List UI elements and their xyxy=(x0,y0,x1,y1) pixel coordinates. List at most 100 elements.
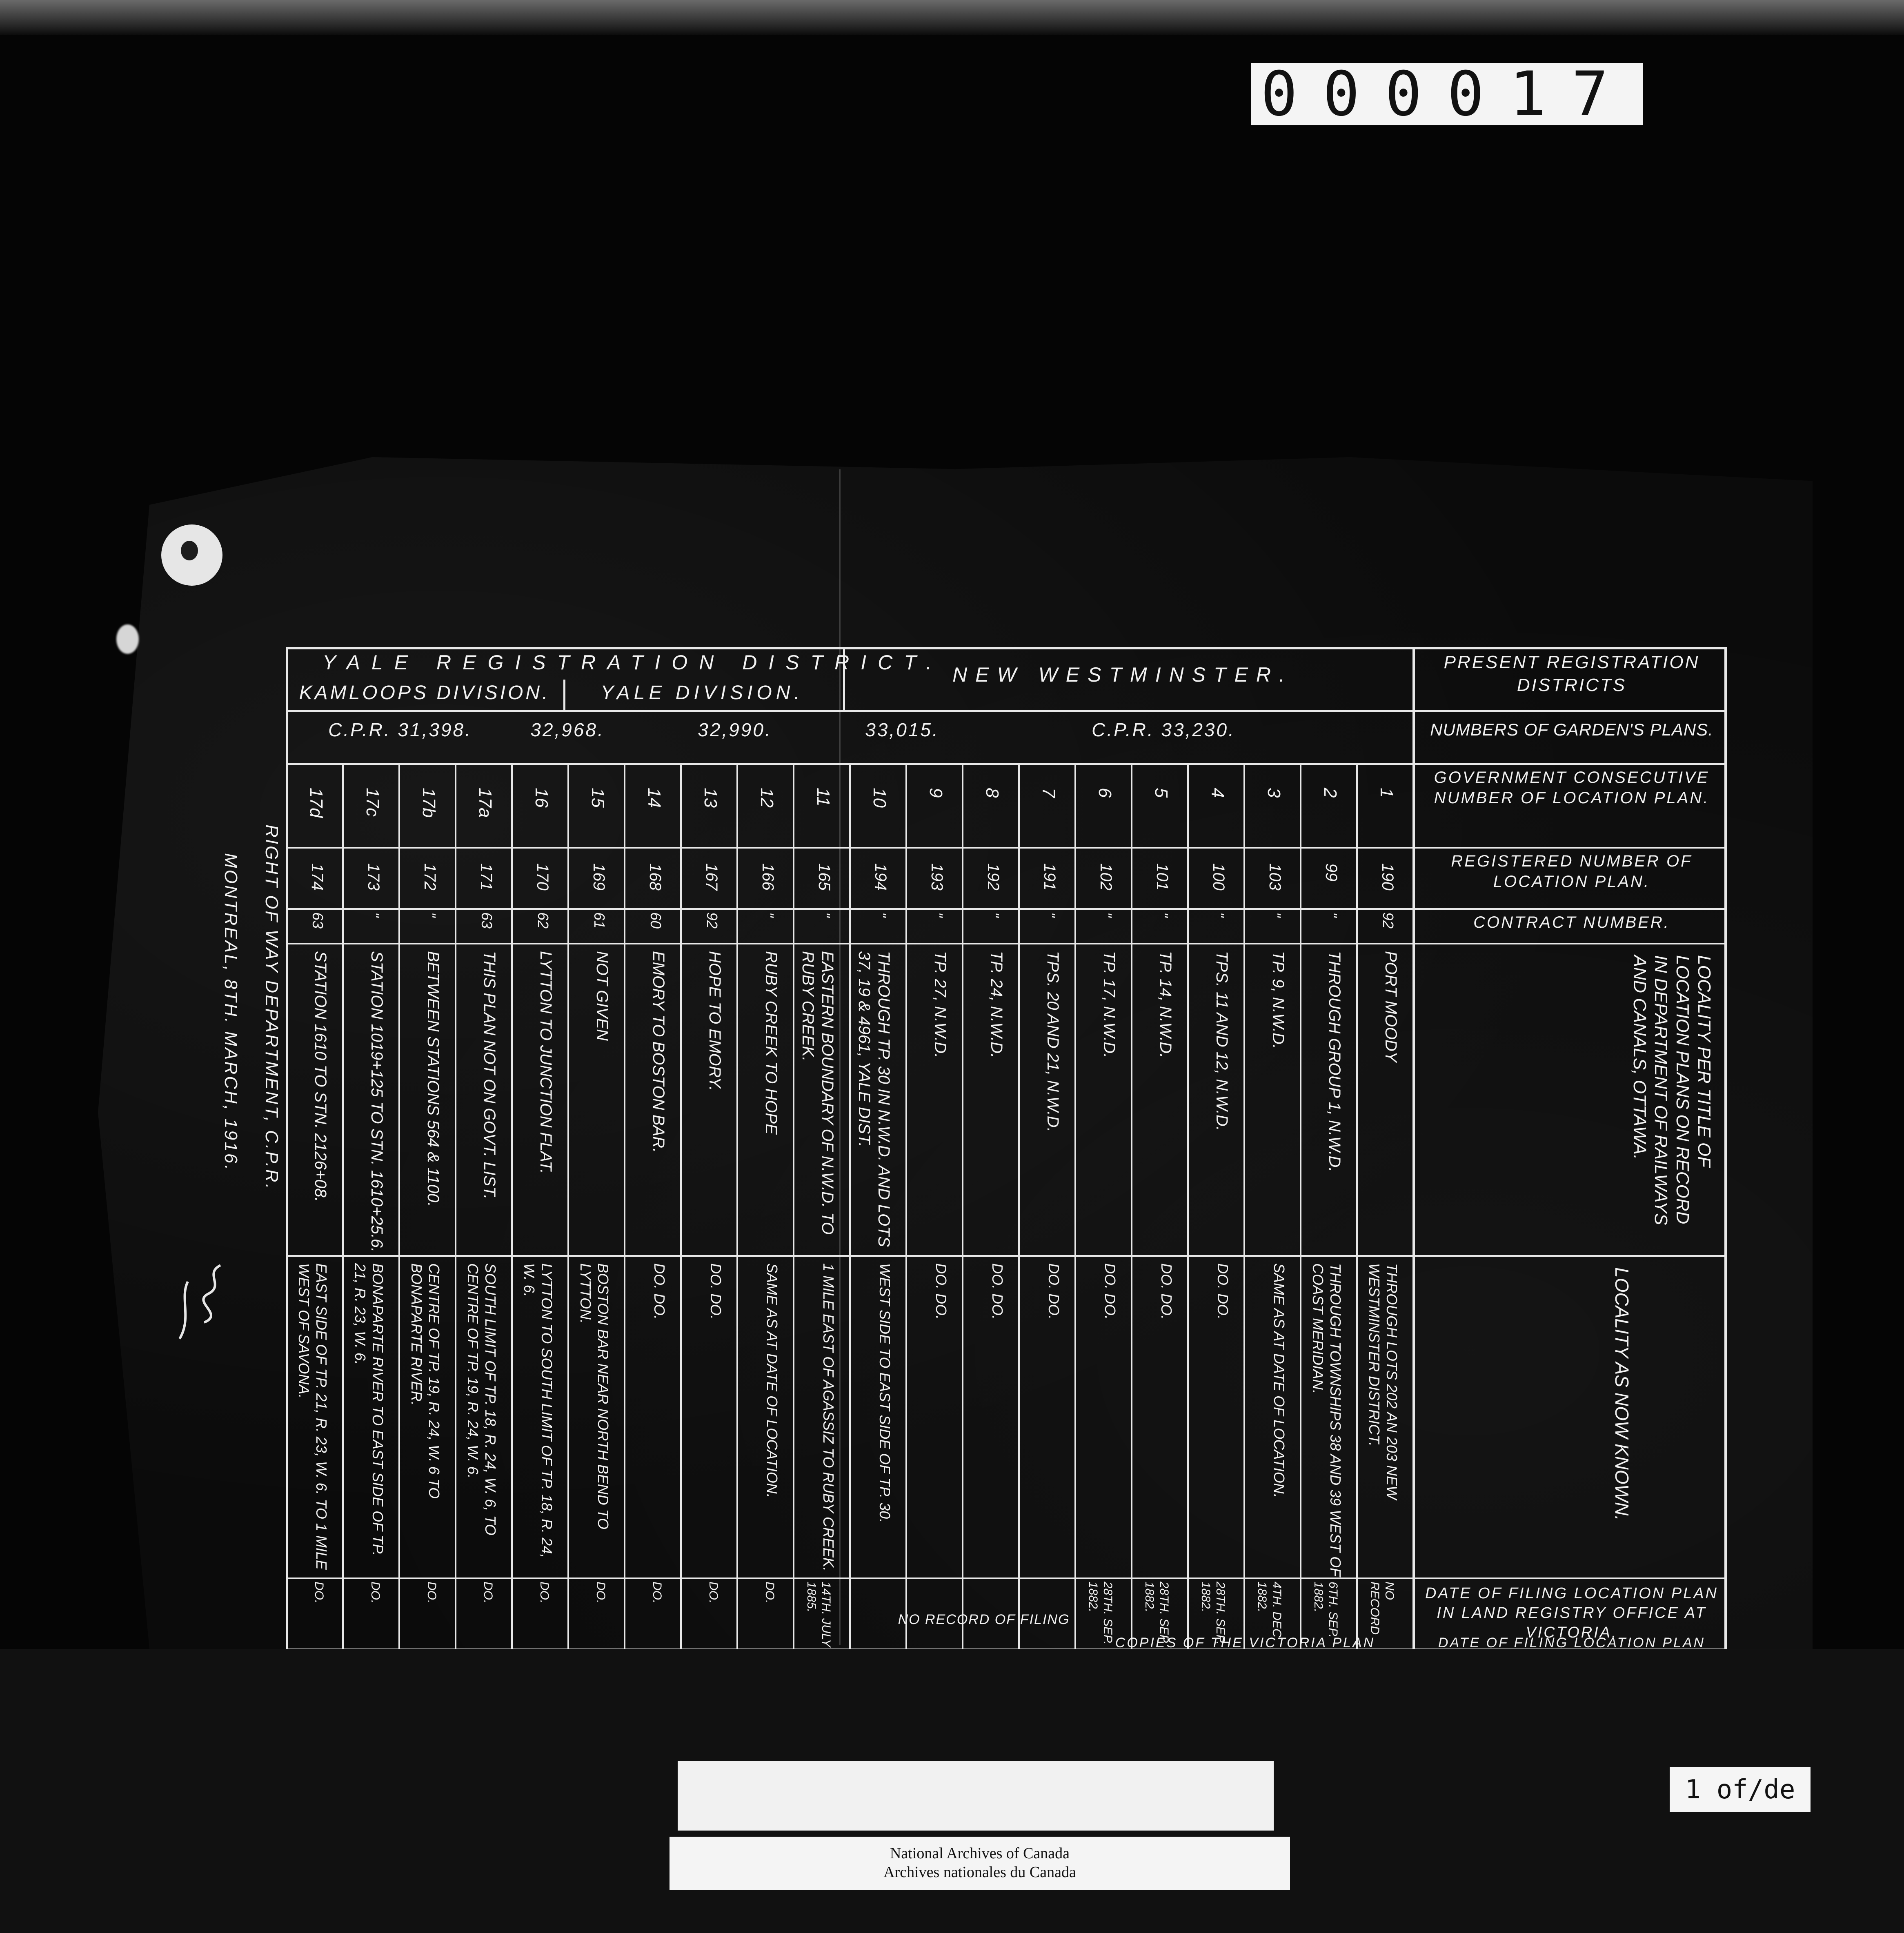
locality-title-1: PORT MOODY xyxy=(1382,951,1400,1062)
column-divider xyxy=(455,765,456,1651)
gov-number-19: 17c xyxy=(363,788,383,817)
archives-label-en: National Archives of Canada xyxy=(890,1845,1070,1862)
column-divider xyxy=(680,765,682,1651)
contract-number-label: CONTRACT NUMBER. xyxy=(1473,913,1670,931)
gov-number-2: 2 xyxy=(1320,788,1341,798)
plans-cpr-31398: C.P.R. 31,398. xyxy=(328,719,472,740)
table-border-top xyxy=(286,647,1727,649)
contract-number-8: " xyxy=(985,912,1003,918)
reg-number-3: 103 xyxy=(1266,863,1284,891)
archives-label: National Archives of Canada Archives nat… xyxy=(670,1837,1290,1890)
plans-cpr-33230: C.P.R. 33,230. xyxy=(1092,719,1235,740)
locality-now-17: SOUTH LIMIT OF TP. 18, R. 24, W. 6, TO C… xyxy=(465,1263,499,1535)
contract-number-13: 92 xyxy=(704,912,721,929)
kamloops-yale-divider xyxy=(563,680,565,710)
locality-title-6: TP. 17, N.W.D. xyxy=(1100,951,1119,1058)
gov-number-11: 11 xyxy=(813,788,834,807)
yale-new-westminster-divider xyxy=(843,647,845,710)
gov-number-15: 15 xyxy=(588,788,608,808)
locality-now-3: SAME AS AT DATE OF LOCATION. xyxy=(1271,1263,1288,1498)
reg-number-19: 173 xyxy=(365,863,383,891)
column-divider xyxy=(286,765,287,1651)
locality-title-13: HOPE TO EMORY. xyxy=(706,951,724,1091)
locality-title-15: NOT GIVEN xyxy=(593,951,612,1041)
column-divider xyxy=(736,765,738,1651)
reg-number-14: 168 xyxy=(646,863,665,891)
plans-row-label: NUMBERS OF GARDEN'S PLANS. xyxy=(1430,720,1713,739)
gov-number-6: 6 xyxy=(1095,788,1115,798)
column-divider xyxy=(1187,765,1189,1651)
filing-date-label: DATE OF FILING LOCATION PLAN IN LAND REG… xyxy=(1425,1585,1718,1641)
reg-number-label: REGISTERED NUMBER OF LOCATION PLAN. xyxy=(1451,852,1693,891)
gov-number-13: 13 xyxy=(701,788,721,808)
footer-department: RIGHT OF WAY DEPARTMENT, C.P.R. xyxy=(262,824,282,1191)
filing-date-11: 14TH. JULY 1885. xyxy=(805,1582,833,1647)
locality-now-13: DO. DO. xyxy=(707,1263,725,1320)
present-districts-label: PRESENT REGISTRATION DISTRICTS xyxy=(1444,652,1700,695)
column-divider xyxy=(1243,765,1245,1651)
filing-date-17: DO. xyxy=(481,1582,495,1604)
locality-title-20: STATION 1610 TO STN. 2126+08. xyxy=(311,951,330,1202)
title-row-line xyxy=(286,1255,1727,1257)
reg-number-12: 166 xyxy=(759,863,777,891)
gov-number-label: GOVERNMENT CONSECUTIVE NUMBER OF LOCATIO… xyxy=(1434,769,1710,807)
reg-number-2: 99 xyxy=(1322,863,1341,882)
locality-now-19: BONAPARTE RIVER TO EAST SIDE OF TP. 21, … xyxy=(352,1263,387,1556)
contract-number-14: 60 xyxy=(647,912,665,929)
column-divider xyxy=(962,765,963,1651)
reg-number-16: 170 xyxy=(534,863,552,891)
column-divider xyxy=(1018,765,1020,1651)
locality-title-10: THROUGH TP. 30 IN N.W.D. AND LOTS 37, 19… xyxy=(855,951,893,1247)
locality-now-11: 1 MILE EAST OF AGASSIZ TO RUBY CREEK. xyxy=(820,1263,837,1571)
locality-title-4: TPS. 11 AND 12, N.W.D. xyxy=(1213,951,1231,1131)
contract-number-2: " xyxy=(1323,912,1341,918)
locality-now-14: DO. DO. xyxy=(651,1263,668,1320)
contract-number-16: 62 xyxy=(535,912,552,929)
reg-number-11: 165 xyxy=(815,863,834,891)
filing-date-12: DO. xyxy=(763,1582,777,1604)
gov-number-8: 8 xyxy=(982,788,1003,798)
reg-number-4: 100 xyxy=(1210,863,1228,891)
reg-number-13: 167 xyxy=(703,863,721,891)
column-divider xyxy=(793,765,794,1651)
locality-now-8: DO. DO. xyxy=(989,1263,1006,1320)
contract-number-3: " xyxy=(1267,912,1284,918)
yale-district-title: YALE REGISTRATION DISTRICT. xyxy=(323,651,943,674)
gov-number-7: 7 xyxy=(1039,788,1059,798)
contract-number-19: " xyxy=(366,912,383,918)
reg-number-17: 171 xyxy=(477,863,496,891)
locality-now-2: THROUGH TOWNSHIPS 38 AND 39 WEST OF COAS… xyxy=(1310,1263,1344,1577)
locality-now-5: DO. DO. xyxy=(1158,1263,1175,1320)
header-bottom-line xyxy=(286,710,1727,712)
contract-number-1: 92 xyxy=(1380,912,1397,929)
locality-title-9: TP. 27, N.W.D. xyxy=(931,951,950,1058)
location-plans-table: YALE REGISTRATION DISTRICT.KAMLOOPS DIVI… xyxy=(286,647,1727,1651)
reg-number-1: 190 xyxy=(1379,863,1397,891)
locality-now-label: LOCALITY AS NOW KNOWN. xyxy=(1611,1267,1633,1521)
locality-now-15: BOSTON BAR NEAR NORTH BEND TO LYTTON. xyxy=(577,1263,612,1530)
locality-title-12: RUBY CREEK TO HOPE xyxy=(762,951,781,1135)
reg-number-10: 194 xyxy=(872,863,890,891)
gov-number-1: 1 xyxy=(1377,788,1397,798)
paper-spot xyxy=(116,624,139,654)
new-westminster-title: NEW WESTMINSTER. xyxy=(952,663,1293,686)
fold-crease xyxy=(839,469,841,1645)
now-row-line xyxy=(286,1578,1727,1579)
column-divider xyxy=(511,765,513,1651)
gov-number-10: 10 xyxy=(870,788,890,808)
column-divider xyxy=(1074,765,1076,1651)
punch-hole xyxy=(161,524,222,586)
contract-number-5: " xyxy=(1154,912,1172,918)
contract-number-15: 61 xyxy=(591,912,608,929)
filing-date-19: DO. xyxy=(369,1582,383,1604)
gov-number-18: 17b xyxy=(419,788,439,818)
gov-number-5: 5 xyxy=(1151,788,1172,798)
reg-number-15: 169 xyxy=(590,863,608,891)
reg-number-5: 101 xyxy=(1153,863,1172,891)
locality-now-9: DO. DO. xyxy=(933,1263,950,1320)
document-sheet xyxy=(98,457,1813,1649)
locality-title-16: LYTTON TO JUNCTION FLAT. xyxy=(537,951,555,1174)
contract-number-18: " xyxy=(422,912,439,918)
contract-number-17: 63 xyxy=(478,912,496,929)
archives-label-fr: Archives nationales du Canada xyxy=(883,1864,1076,1881)
